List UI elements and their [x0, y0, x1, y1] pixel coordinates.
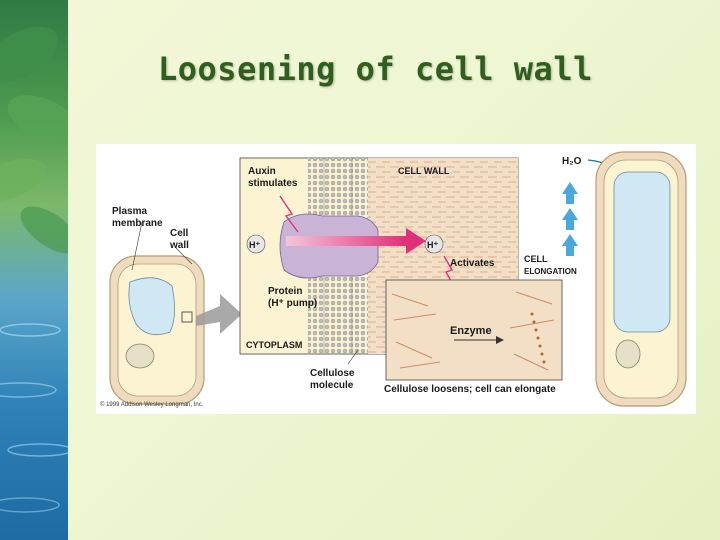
water-ripple — [0, 323, 61, 337]
cell-wall-zone-label: CELL WALL — [398, 166, 450, 176]
h-ion-right-label: H⁺ — [427, 240, 438, 250]
water-label: H₂O — [562, 156, 582, 167]
activates-label: Activates — [450, 258, 495, 269]
cell-wall-leader — [175, 247, 193, 265]
zoom-box — [181, 311, 193, 323]
proton-right — [424, 234, 444, 254]
decorative-leaf-water-strip — [0, 0, 68, 540]
auxin-label-1: Auxin — [248, 166, 276, 177]
cell-elongation-label-2: ELONGATION — [524, 267, 577, 276]
proton-arrow-shaft — [286, 236, 406, 246]
nucleus — [615, 339, 641, 369]
zoom-arrow — [196, 294, 242, 334]
loosens-caption: Cellulose loosens; cell can elongate — [384, 384, 556, 395]
nucleus — [125, 343, 155, 369]
water-ripple — [0, 382, 57, 398]
leaf-shape — [0, 26, 58, 84]
plasma-membrane-leader — [131, 221, 143, 271]
leaf-shape — [7, 95, 68, 145]
cell-wall-label-2: wall — [169, 240, 189, 251]
cellulose-label-1: Cellulose — [310, 368, 355, 379]
cellulose-label-2: molecule — [310, 380, 354, 391]
cytoplasm-label: CYTOPLASM — [246, 340, 302, 350]
protein-label-1: Protein — [268, 286, 302, 297]
auxin-label-2: stimulates — [248, 178, 298, 189]
cell-elongation-label-1: CELL — [524, 254, 548, 264]
h-ion-left-label: H⁺ — [249, 240, 260, 250]
leaf-shape — [20, 206, 68, 254]
plasma-membrane-label-2: membrane — [112, 218, 163, 229]
auxin-cell-wall-diagram: Plasma membrane Cell wall Auxin stimulat… — [96, 144, 696, 414]
small-plant-cell — [109, 255, 205, 405]
leaf-shape — [0, 158, 47, 202]
elongation-arrows — [562, 182, 578, 256]
enzyme-label: Enzyme — [450, 325, 492, 337]
cellulose-leader — [347, 349, 359, 365]
proton-left — [246, 234, 266, 254]
protein-label-2: (H⁺ pump) — [268, 298, 317, 309]
copyright-text: © 1999 Addison Wesley Longman, Inc. — [100, 401, 204, 408]
proton-arrow-head — [406, 228, 426, 254]
cellulose-inset — [385, 279, 563, 381]
water-ripple — [0, 497, 60, 513]
cell-wall-label-1: Cell — [170, 228, 189, 239]
water-ripple — [7, 443, 68, 457]
slide-title: Loosening of cell wall — [158, 50, 593, 88]
auxin-signal-arrow — [279, 195, 299, 233]
elongated-plant-cell — [595, 151, 687, 407]
plasma-membrane-label-1: Plasma — [112, 206, 147, 217]
